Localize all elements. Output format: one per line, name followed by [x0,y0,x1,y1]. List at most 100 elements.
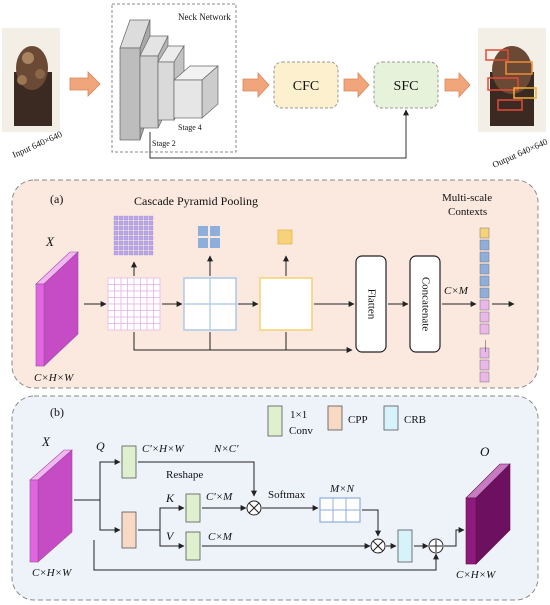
pool-grid-cell [127,323,135,331]
legend-crb-label: CRB [404,414,426,426]
pool-grid-cell [120,316,128,324]
flatten-block [355,255,387,353]
pooled-cell [138,230,144,236]
pool-grid-cell [107,323,115,331]
pooled-cell [148,215,154,221]
pooled-cell [133,230,139,236]
pool-grid-cell [127,290,135,298]
multi-scale-label-1: Multi-scale [442,192,492,204]
pooled-cell [128,245,134,251]
pool-grid-cell [114,284,122,292]
pooled-cell [148,245,154,251]
pooled-cell [123,230,129,236]
v-dims: C×M [208,531,233,543]
k-conv-block [185,493,201,523]
stage2-label: Stage 2 [152,139,176,148]
arrow-sfc-to-output [444,71,471,99]
context-cell [479,371,490,383]
pooled-cell [143,220,149,226]
arrow-x-to-q [74,459,121,501]
pooled-cell [118,235,124,241]
pool-grid-cell [107,290,115,298]
pool-grid-cell [127,297,135,305]
input-image [2,28,60,132]
pooled-cell [123,215,129,221]
pooled-cell [143,245,149,251]
pool-grid-cell [133,277,141,285]
pool-grid-cell [140,310,148,318]
q-reshape-line [138,461,257,497]
neck-network-box [111,3,237,153]
context-ellipsis: ...... [483,340,492,352]
pooled-cell [143,250,149,256]
pool-grid-cell [133,284,141,292]
context-cell [479,239,490,251]
cpp-block [121,511,137,549]
pool-grid-cell [107,297,115,305]
pooled-cell [133,250,139,256]
pooled-cell [123,220,129,226]
q-dims: C′×H×W [142,443,185,455]
sfc-label: SFC [394,79,419,94]
matmul-op-1 [246,500,262,516]
pool-grid-cell [114,297,122,305]
mn-label: M×N [329,483,355,495]
pooled-cell [143,240,149,246]
context-cell [479,299,490,311]
arrow-mn-to-matmul2 [362,509,381,537]
pool-grid-cell [133,303,141,311]
pooled-cell [113,225,119,231]
pooled-cell [133,245,139,251]
concatenate-label: Concatenate [419,277,431,331]
sfc-block [373,61,439,109]
context-cell [479,227,490,239]
v-label: V [166,529,175,543]
pooled-cell [128,235,134,241]
pooled-cell [113,230,119,236]
pool-grid-cell [153,303,161,311]
pool-grid-cell [114,277,122,285]
matmul-op-2 [370,538,386,554]
pooled-cell [123,225,129,231]
crb-block [397,529,413,563]
pooled-cell [128,220,134,226]
arrow-neck-to-cfc [242,71,270,99]
pooled-cell [123,250,129,256]
pooled-cell [123,235,129,241]
pool-grid-cell [133,323,141,331]
k-dims: C′×M [206,491,233,503]
pool-grid-cell [107,310,115,318]
pool-grid-cell [146,277,154,285]
legend-cpp-label: CPP [348,414,368,426]
pool-grid-cell [127,310,135,318]
pooled-cell [128,250,134,256]
context-cell [479,311,490,323]
pool-grid-cell [107,303,115,311]
legend-cpp-swatch [327,405,343,431]
pool-grid-cell [146,316,154,324]
pool-grid-cell [107,316,115,324]
pool-grid-cell [140,316,148,324]
pooled-cell [138,235,144,241]
pool-grid-cell [120,290,128,298]
panel-b-x-label: X [41,434,51,449]
pooled-cell [133,225,139,231]
output-tensor [465,463,511,565]
pool-grid-cell [120,277,128,285]
pooled-cell [148,250,154,256]
pooled-cell [138,240,144,246]
pooled-cell [143,215,149,221]
pooled-cell [143,235,149,241]
pooled-cell [138,220,144,226]
pooled-cell [113,250,119,256]
panel-b-input-tensor [29,449,73,563]
pooled-cell [113,220,119,226]
softmax-label: Softmax [268,489,306,501]
multi-scale-context-vector [479,227,490,383]
panel-b-tag: (b) [50,405,64,419]
legend-crb-swatch [383,405,399,431]
output-image [478,28,546,132]
panel-a-title: Cascade Pyramid Pooling [134,194,258,208]
input-label: Input 640×640 [11,129,64,160]
pool-grid-cell [107,277,115,285]
